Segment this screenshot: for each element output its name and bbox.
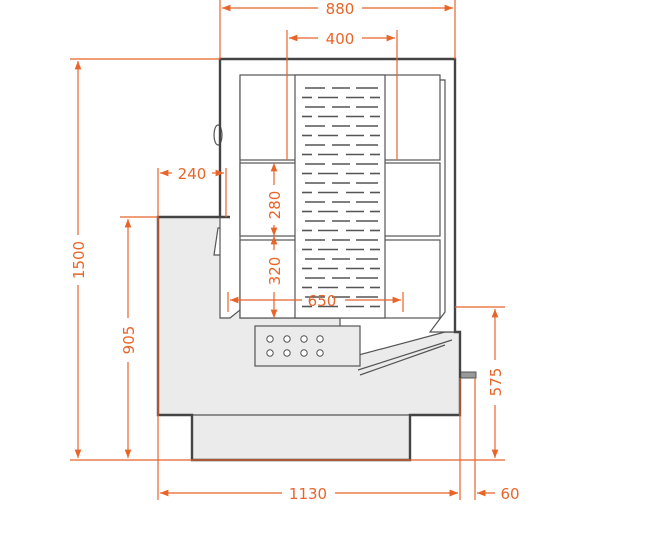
glass-panel [294,74,386,319]
control-knob-icon [266,349,274,357]
dim-400: 400 [326,30,355,48]
control-knob-icon [266,335,274,343]
dim-1500: 1500 [70,241,88,279]
control-knob-icon [300,335,308,343]
case-body [156,57,477,462]
dim-280: 280 [266,191,284,220]
dim-60: 60 [500,485,519,503]
dimension-lines [70,0,505,500]
control-panel [254,325,361,367]
dim-905: 905 [120,326,138,355]
control-knob-icon [283,349,291,357]
control-knob-icon [316,349,324,357]
dim-320: 320 [266,257,284,286]
dim-240: 240 [178,165,207,183]
control-knob-icon [316,335,324,343]
dim-650: 650 [308,292,337,310]
drain-pipe [459,371,477,379]
dim-880: 880 [326,0,355,18]
dim-575: 575 [487,368,505,397]
control-knob-icon [300,349,308,357]
dim-1130: 1130 [289,485,327,503]
control-knob-icon [283,335,291,343]
